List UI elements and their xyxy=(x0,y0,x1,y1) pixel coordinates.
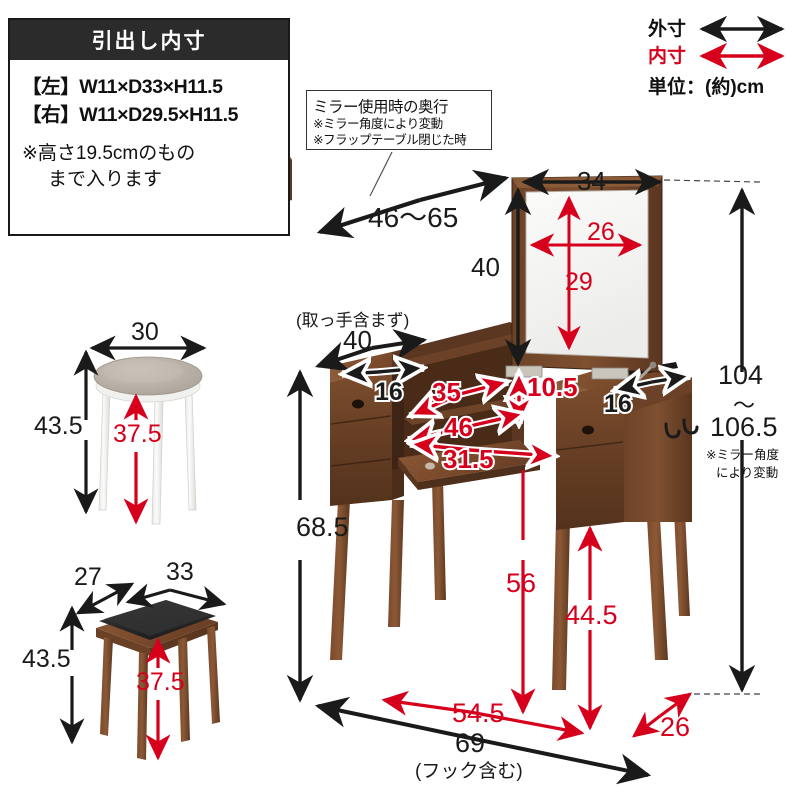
height-variation-note-line1: ※ミラー角度 xyxy=(706,448,779,462)
label-stool-square-depth: 27 xyxy=(74,563,102,591)
dim-arrow-right-cabinet-width xyxy=(613,372,691,394)
vanity-desk-illustration xyxy=(330,175,699,690)
leader-line-note-box xyxy=(369,151,393,197)
label-left-cabinet-width: 16 xyxy=(373,376,405,408)
label-mirror-height: 40 xyxy=(471,252,500,282)
drawer-right-dimension: 【右】W11×D29.5×H11.5 xyxy=(22,104,239,126)
label-total-height: 104 xyxy=(718,360,764,390)
drawer-left-dimension: 【左】W11×D33×H11.5 xyxy=(22,76,223,98)
label-leg-445: 44.5 xyxy=(565,600,618,630)
guide-dashed-top xyxy=(663,179,761,183)
legend-outer-label: 外寸 xyxy=(648,19,687,40)
mirror-depth-note-box: ミラー使用時の奥行 ※ミラー角度により変動 ※フラップテーブル閉じた時 xyxy=(306,90,492,150)
label-total-width: 69 xyxy=(455,728,486,758)
legend: 外寸 内寸 xyxy=(648,14,794,99)
label-right-cabinet-width: 16 xyxy=(602,388,634,420)
drawer-capacity-note-line2: まで入ります xyxy=(48,169,163,190)
label-mirror-width: 34 xyxy=(577,166,606,196)
height-variation-note-line2: により変動 xyxy=(716,466,779,480)
label-stool-round-height: 43.5 xyxy=(34,412,83,440)
label-inner-width-315: 31.5 xyxy=(441,442,496,476)
note-box-title: ミラー使用時の奥行 xyxy=(313,99,449,116)
legend-inner-label: 内寸 xyxy=(648,46,687,67)
label-desk-height: 68.5 xyxy=(296,512,349,542)
note-box-sub2: ※フラップテーブル閉じた時 xyxy=(313,132,467,147)
label-mirror-depth: 46〜65 xyxy=(368,202,459,233)
label-inner-height: 10.5 xyxy=(525,370,580,404)
label-stool-round-width: 30 xyxy=(131,318,159,346)
legend-row-inner: 内寸 xyxy=(648,41,794,69)
legend-inner-arrow-icon xyxy=(696,42,788,69)
drawer-capacity-note-line1: ※高さ19.5cmのもの xyxy=(22,143,196,164)
note-box-sub1: ※ミラー角度により変動 xyxy=(313,117,443,131)
label-glass-width: 26 xyxy=(587,218,615,246)
legend-row-outer: 外寸 xyxy=(648,14,794,42)
label-no-handle-note: (取っ手含まず) xyxy=(296,311,410,330)
label-stool-square-width: 33 xyxy=(166,558,194,586)
legend-unit-label: 単位：(約)cm xyxy=(648,77,765,98)
dim-arrow-stool-square-width xyxy=(125,583,227,611)
label-depth-26: 26 xyxy=(660,712,691,742)
legend-outer-arrow-icon xyxy=(696,15,788,42)
label-inner-left-depth: 35 xyxy=(430,375,463,409)
label-glass-height: 29 xyxy=(565,268,593,296)
label-leg-56: 56 xyxy=(506,568,537,598)
label-inner-width-46: 46 xyxy=(442,410,475,444)
label-total-width-note: (フック含む) xyxy=(415,761,523,782)
label-stool-square-leg: 37.5 xyxy=(136,668,185,696)
label-stool-square-height: 43.5 xyxy=(22,645,71,673)
info-box-header: 引出し内寸 xyxy=(10,20,288,60)
label-top-depth: 40 xyxy=(343,325,372,355)
label-leg-span: 54.5 xyxy=(452,698,505,728)
dim-arrow-left-cabinet-width xyxy=(341,364,425,378)
label-total-height-tilde: 〜 xyxy=(733,393,756,418)
label-total-height-max: 106.5 xyxy=(710,412,778,442)
drawer-inner-dimension-box: 引出し内寸 【左】W11×D33×H11.5 【右】W11×D29.5×H11.… xyxy=(8,18,290,236)
label-stool-round-leg: 37.5 xyxy=(113,420,162,448)
